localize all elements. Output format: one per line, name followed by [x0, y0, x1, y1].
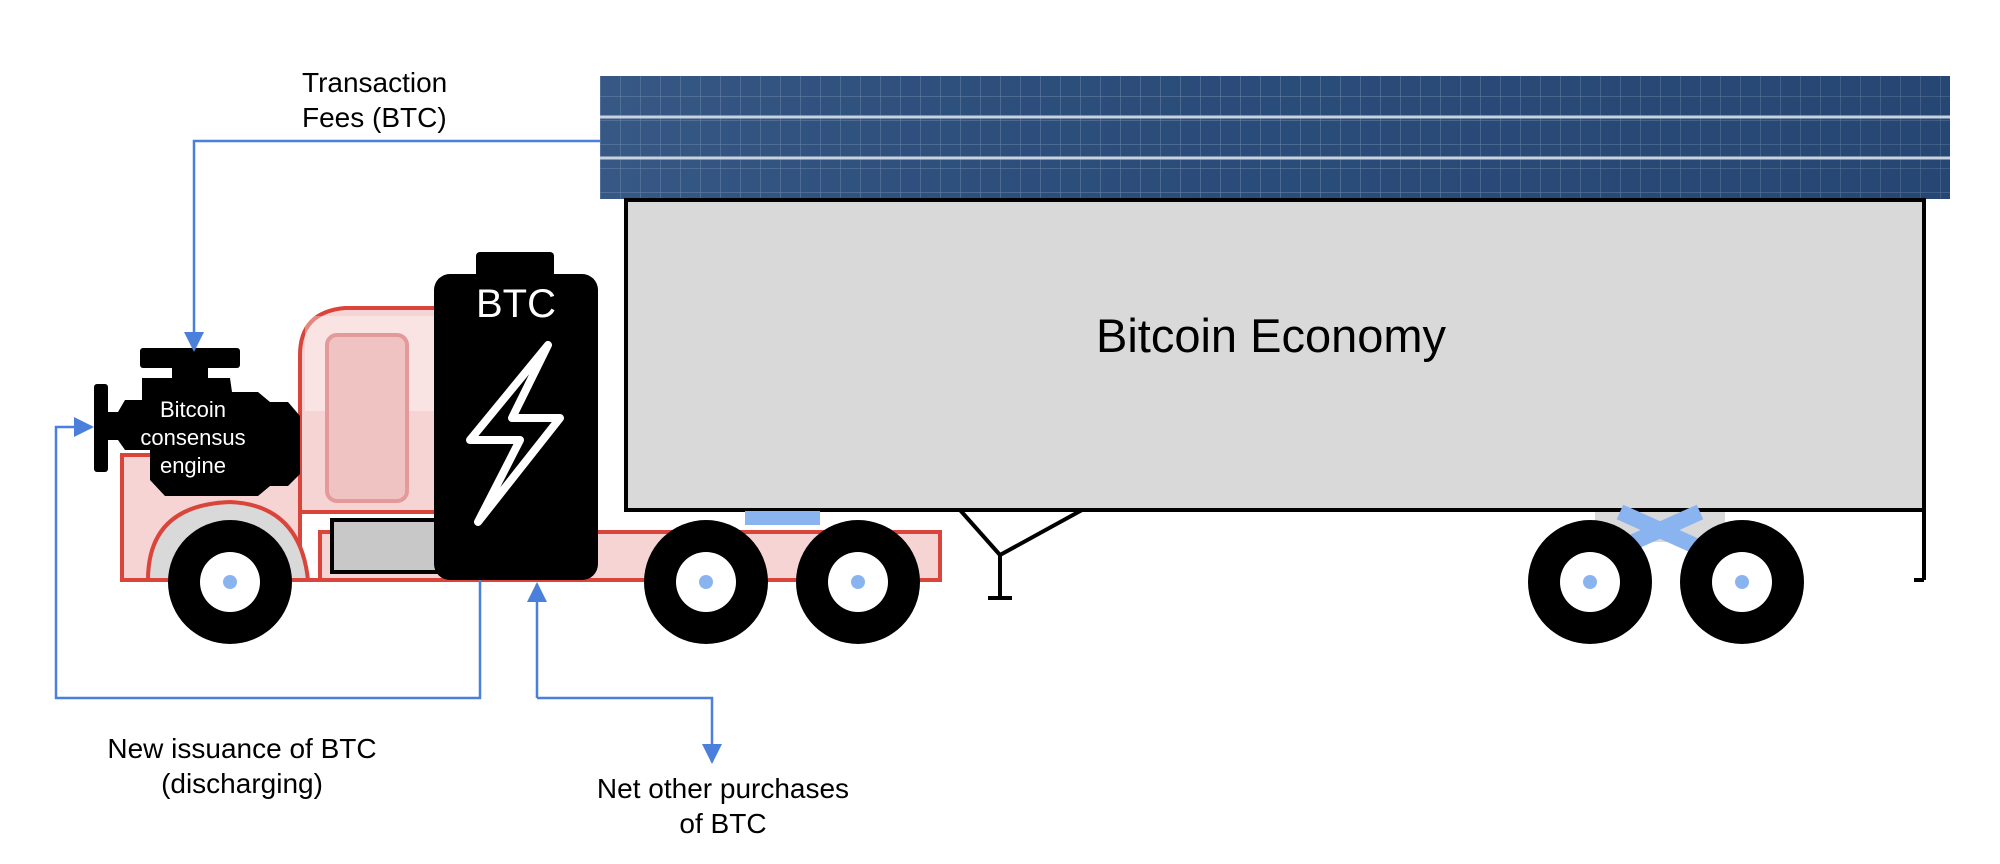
wheel-drive-1 [644, 520, 768, 644]
purchases-annotation: Net other purchases of BTC [596, 773, 850, 839]
issuance-annotation: New issuance of BTC (discharging) [107, 733, 377, 799]
purchases-arrow-down [537, 696, 722, 764]
battery-icon [434, 252, 598, 580]
issuance-arrow [54, 417, 482, 700]
wheel-trailer-1 [1528, 520, 1652, 644]
fees-arrow [184, 139, 600, 352]
wheel-drive-2 [796, 520, 920, 644]
engine-icon [94, 348, 300, 496]
trailer-label: Bitcoin Economy [1095, 309, 1447, 362]
lightning-bolt-icon [466, 341, 564, 526]
landing-gear [958, 508, 1083, 600]
wheel-front [168, 520, 292, 644]
fees-annotation: Transaction Fees (BTC) [302, 67, 448, 133]
battery-label: BTC [476, 282, 556, 326]
solar-panel-icon [600, 76, 1950, 199]
trailer-box [624, 198, 1926, 512]
wheels [168, 520, 1804, 644]
engine-label: Bitcoin consensus engine [140, 397, 246, 478]
wheel-trailer-2 [1680, 520, 1804, 644]
